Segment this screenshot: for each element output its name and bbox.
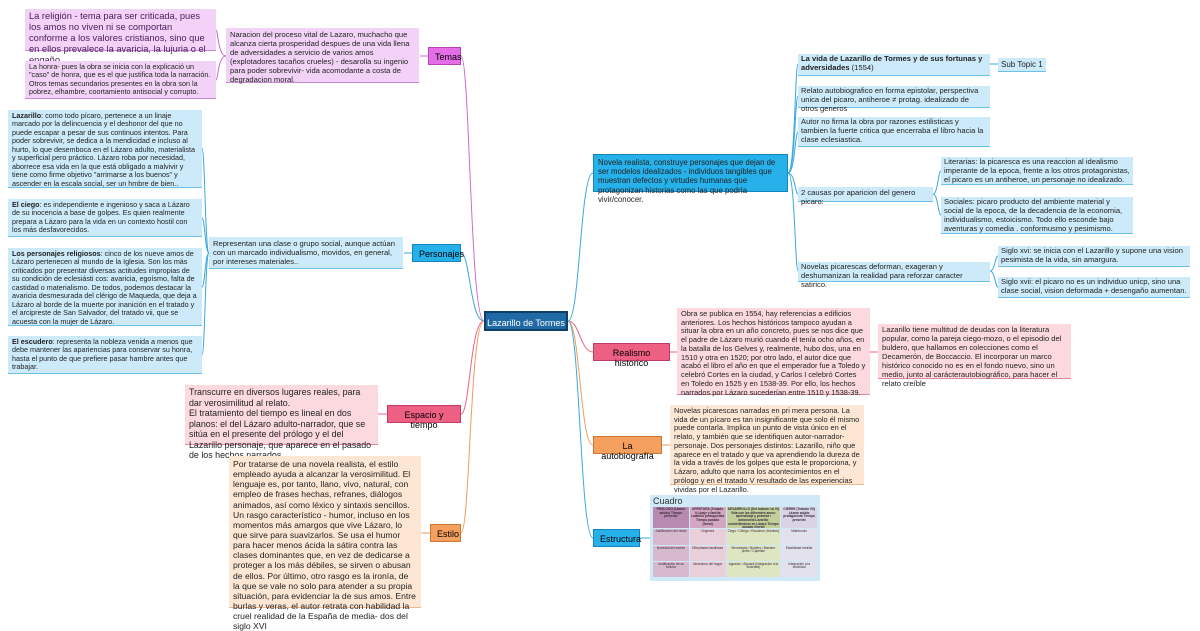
personaje-ciego-name: El ciego bbox=[12, 200, 40, 209]
personaje-religiosos-text: : cinco de los nueve amos de Lázaro pert… bbox=[12, 249, 197, 326]
personaje-escudero-note: El escudero: representa la nobleza venid… bbox=[8, 336, 202, 374]
cuadro-cell: Novedad del escrito bbox=[653, 545, 689, 561]
central-topic[interactable]: Lazarillo de Tormes bbox=[484, 311, 568, 331]
causa-literarias-note: Literarias: la picaresca es una reaccion… bbox=[941, 157, 1133, 185]
siglo-xvii-note: Siglo xvii: el picaro no es un individuo… bbox=[998, 277, 1190, 298]
cuadro-caption: Cuadro bbox=[653, 496, 683, 506]
novela-realista-topic[interactable]: Novela realista, construye personajes qu… bbox=[593, 154, 788, 204]
cuadro-image: Cuadro PRÓLOGO (Lázaro adulto) Tiempo pr… bbox=[650, 495, 820, 581]
estilo-note: Por tratarse de una novela realista, el … bbox=[229, 456, 421, 631]
cuadro-table: PRÓLOGO (Lázaro adulto) Tiempo presente … bbox=[653, 507, 817, 577]
personaje-lazarillo-name: Lazarillo bbox=[12, 111, 42, 120]
personaje-escudero-text: : representa la nobleza venida a menos q… bbox=[12, 337, 193, 372]
topic-estilo[interactable]: Estilo bbox=[430, 524, 461, 542]
cuadro-cell: Abandono del hogar bbox=[689, 561, 726, 577]
relato-autobiografico-note: Relato autobiografico en forma epistolar… bbox=[798, 86, 990, 113]
espacio-tiempo-note: Transcurre en diversos lugares reales, p… bbox=[185, 385, 378, 460]
topic-temas[interactable]: Temas bbox=[428, 47, 462, 65]
autobiografia-note: Novelas picarescas narradas en pri mera … bbox=[670, 405, 864, 493]
vida-lazarillo-note: La vida de Lazarillo de Tormes y de sus … bbox=[798, 54, 990, 76]
vida-lazarillo-year: (1554) bbox=[849, 62, 874, 72]
personajes-main-note: Representan una clase o grupo social, au… bbox=[209, 237, 403, 269]
cuadro-cell: CIERRE (Tratado VII) Lázaro adulto prota… bbox=[781, 507, 817, 529]
topic-personajes[interactable]: Personajes bbox=[412, 244, 464, 262]
personaje-lazarillo-note: Lazarillo: como todo pícaro, pertenece a… bbox=[8, 110, 202, 188]
causa-sociales-note: Sociales: picaro producto del ambiente m… bbox=[941, 197, 1133, 234]
cuadro-cell: Dificultades familiares bbox=[689, 545, 726, 561]
personaje-religiosos-note: Los personajes religiosos: cinco de los … bbox=[8, 248, 202, 326]
siglo-xvi-note: Siglo xvi: se inicia con el Lazarillo y … bbox=[998, 246, 1190, 267]
vida-lazarillo-title: La vida de Lazarillo de Tormes y de sus … bbox=[801, 54, 983, 72]
cuadro-cell: Ciego / Clérigo / Escudero (Hambre) bbox=[726, 529, 781, 545]
autor-no-firma-note: Autor no firma la obra por razones estil… bbox=[798, 117, 990, 147]
personaje-ciego-note: El ciego: es independiente e ingenioso y… bbox=[8, 199, 202, 237]
temas-religion-note: La religión - tema para ser criticada, p… bbox=[25, 9, 216, 65]
cuadro-cell: Matrimonio bbox=[781, 529, 817, 545]
personaje-lazarillo-text: : como todo pícaro, pertenece a un linaj… bbox=[12, 111, 195, 188]
temas-main-note: Naracion del proceso vital de Lazaro, mu… bbox=[226, 28, 419, 84]
cuadro-cell: Orígenes bbox=[689, 529, 726, 545]
cuadro-cell: Justificación de su fortuna bbox=[653, 561, 689, 577]
cuadro-cell: Justificación del relato bbox=[653, 529, 689, 545]
dos-causas-note: 2 causas por aparicion del genero picaro… bbox=[798, 187, 933, 206]
subtopic-1-note[interactable]: Sub Topic 1 bbox=[998, 58, 1046, 72]
deudas-literatura-note: Lazarillo tiene multitud de deudas con l… bbox=[878, 324, 1071, 388]
cuadro-cell: APERTURA (Tratado I) Linaje y familia La… bbox=[689, 507, 726, 529]
cuadro-cell: PRÓLOGO (Lázaro adulto) Tiempo presente bbox=[653, 507, 689, 529]
cuadro-cell: Mercedario / Buldero / Maestro pintor / … bbox=[726, 545, 781, 561]
personaje-escudero-name: El escudero bbox=[12, 337, 53, 346]
personaje-religiosos-name: Los personajes religiosos bbox=[12, 249, 101, 258]
temas-honra-note: La honra- pues la obra se inicia con la … bbox=[25, 61, 216, 99]
topic-estructura[interactable]: Estructura bbox=[593, 529, 641, 547]
personaje-ciego-text: : es independiente e ingenioso y saca a … bbox=[12, 200, 190, 235]
cuadro-cell: DESARROLLO (Del tratado I al VI) Vida co… bbox=[726, 507, 781, 529]
topic-realismo-historico[interactable]: Realismo historico bbox=[593, 343, 670, 368]
topic-espacio-tiempo[interactable]: Espacio y tiempo bbox=[387, 405, 461, 430]
novelas-deforman-note: Novelas picarescas deforman, exageran y … bbox=[798, 262, 990, 289]
cuadro-cell: Estabilidad familiar bbox=[781, 545, 817, 561]
cuadro-cell: Integración a la sociedad bbox=[781, 561, 817, 577]
topic-autobiografia[interactable]: La autobiografía bbox=[593, 436, 662, 461]
cuadro-cell: Aguador / Alguacil (Integración a la soc… bbox=[726, 561, 781, 577]
realismo-historico-note: Obra se publica en 1554, hay referencias… bbox=[677, 308, 870, 396]
